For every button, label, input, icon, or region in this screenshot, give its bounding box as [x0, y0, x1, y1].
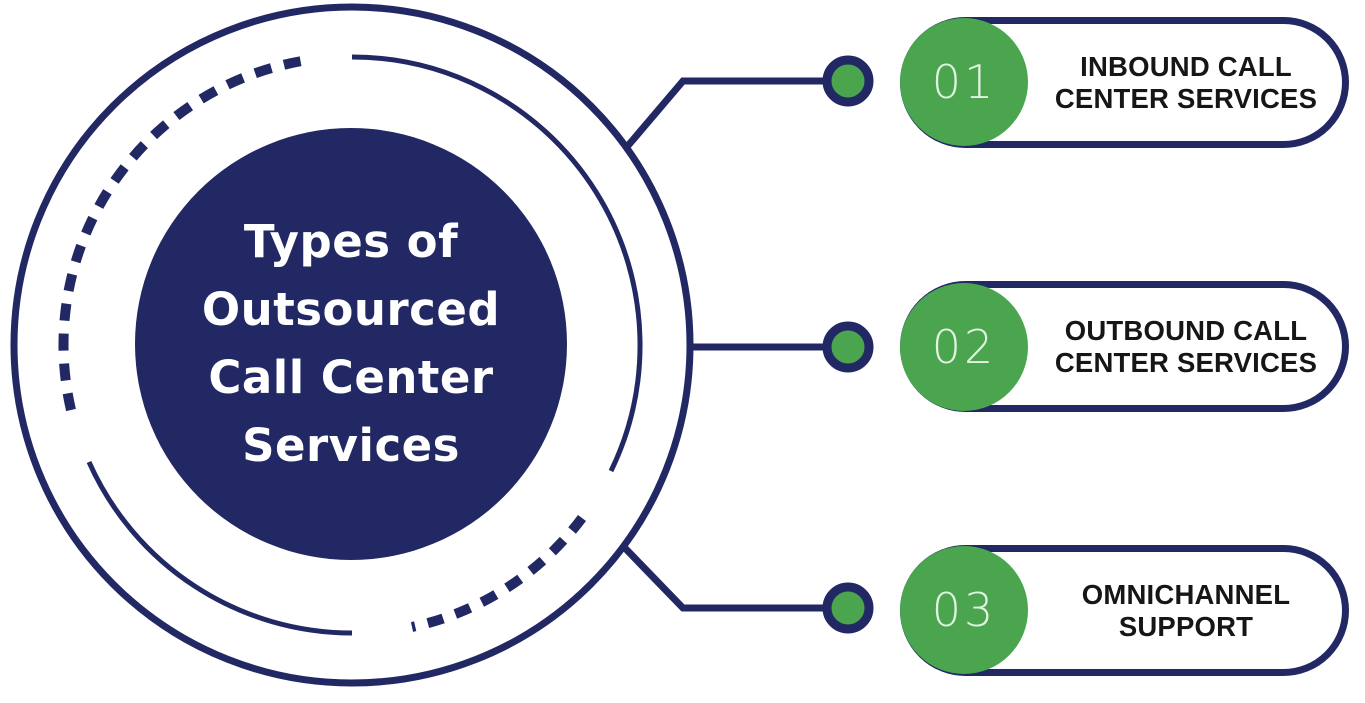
inner-ring-dashes-bottom-right: [410, 515, 587, 632]
item-number-circle-2: 02: [900, 283, 1028, 411]
connector-node-1: [822, 55, 874, 107]
connector-line-1: [623, 77, 848, 151]
item-label-1: INBOUND CALL CENTER SERVICES: [1030, 17, 1342, 148]
connector-node-3: [822, 582, 874, 634]
item-label-1-line-2: CENTER SERVICES: [1054, 82, 1318, 114]
item-label-3-line-2: SUPPORT: [1118, 610, 1254, 642]
diagram-title: Types of Outsourced Call Center Services: [135, 128, 567, 560]
item-label-1-line-1: INBOUND CALL: [1080, 50, 1292, 82]
item-number-1: 01: [931, 55, 997, 109]
item-label-2: OUTBOUND CALL CENTER SERVICES: [1030, 281, 1342, 412]
item-number-2: 02: [931, 320, 997, 374]
connector-line-3: [619, 542, 848, 612]
inner-ring-arc-right: [351, 54, 643, 473]
inner-ring-dashes-top-left: [58, 56, 303, 412]
item-number-3: 03: [931, 583, 997, 637]
item-label-2-line-1: OUTBOUND CALL: [1064, 314, 1308, 346]
item-label-3: OMNICHANNEL SUPPORT: [1030, 545, 1342, 676]
title-line-3: Call Center: [208, 351, 494, 404]
item-number-circle-1: 01: [900, 18, 1028, 146]
title-line-1: Types of: [243, 215, 459, 268]
inner-ring-arc-bottom-left: [86, 460, 353, 636]
title-line-4: Services: [242, 419, 460, 472]
title-line-2: Outsourced: [201, 283, 501, 336]
item-label-2-line-2: CENTER SERVICES: [1054, 346, 1318, 378]
item-number-circle-3: 03: [900, 546, 1028, 674]
center-disc: [135, 128, 567, 560]
item-label-3-line-1: OMNICHANNEL: [1081, 578, 1291, 610]
connector-node-2: [822, 321, 874, 373]
